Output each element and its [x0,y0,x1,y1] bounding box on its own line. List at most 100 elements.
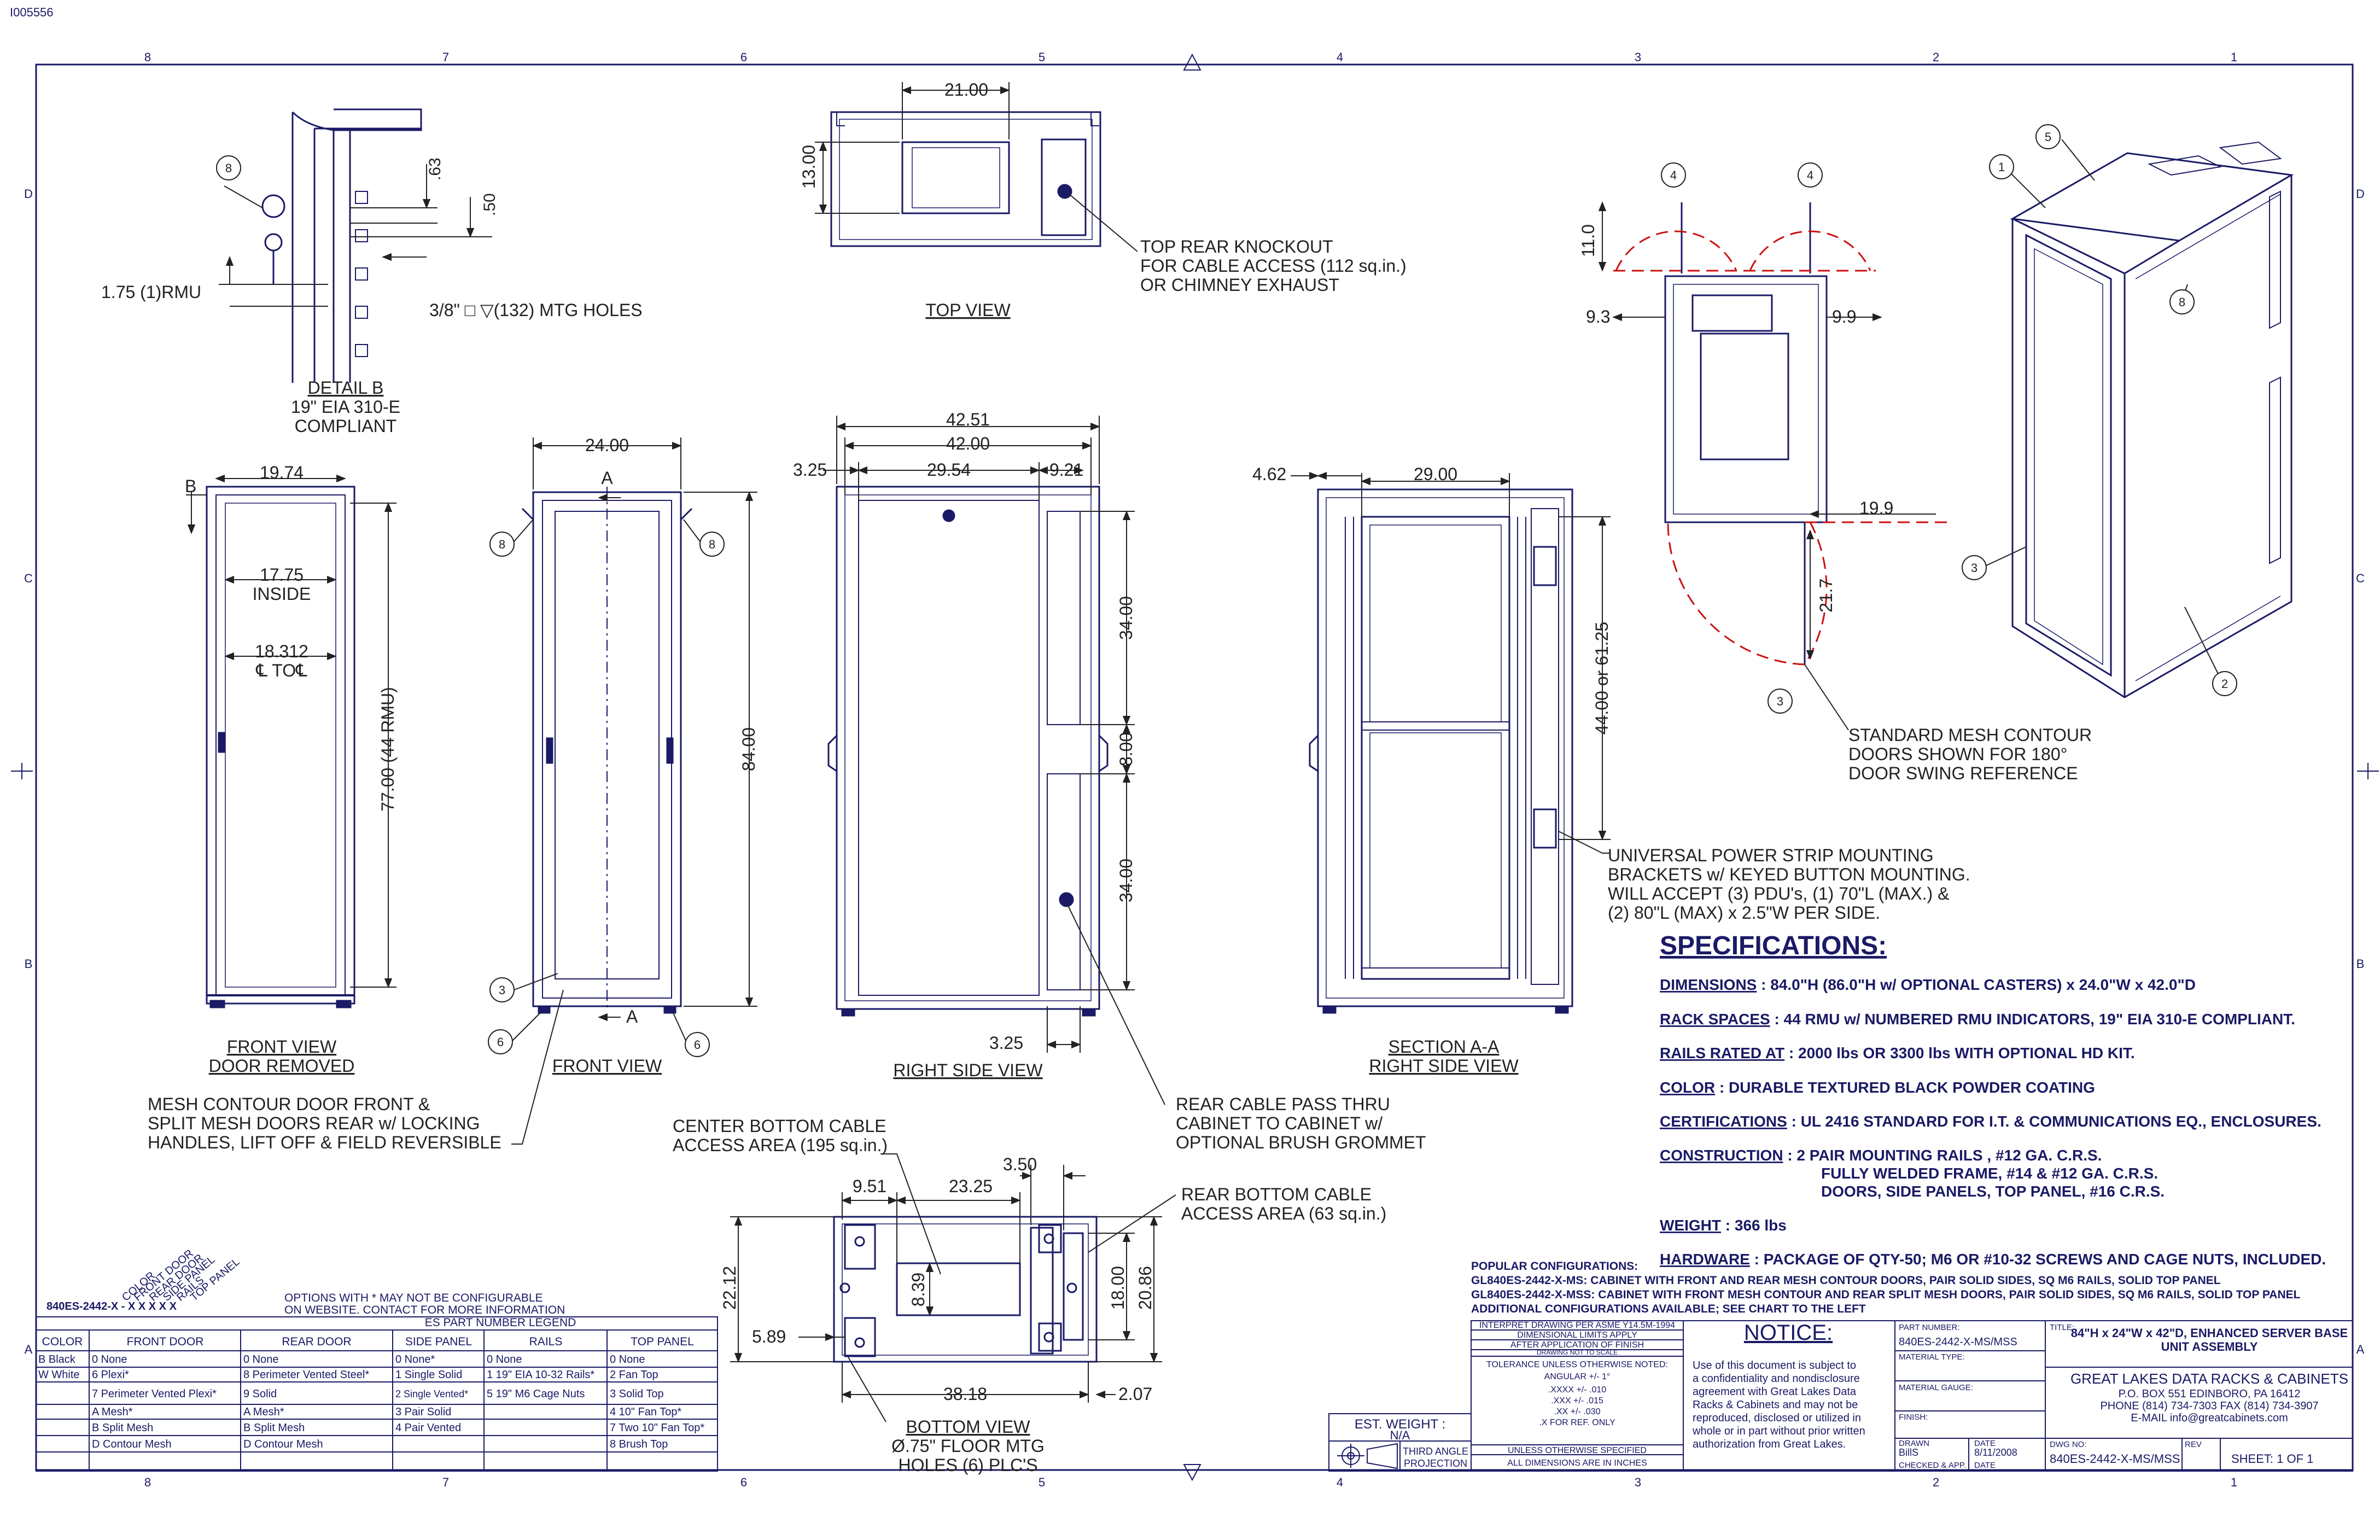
front-view [521,487,693,1014]
svg-text:84"H x 24"W x 42"D, ENHANCED S: 84"H x 24"W x 42"D, ENHANCED SERVER BASE [2071,1326,2348,1340]
table-cell: 2 Single Vented* [395,1389,468,1399]
balloon-number: 1 [1998,160,2005,174]
svg-text:GL840ES-2442-X-MS: CABINET WIT: GL840ES-2442-X-MS: CABINET WITH FRONT AN… [1471,1274,2221,1287]
balloon-number: 2 [2221,677,2228,691]
dim-label: 24.00 [585,435,629,455]
iso-view [2010,141,2294,698]
svg-text:COLOR: COLOR [42,1335,83,1348]
balloon [1768,689,1793,714]
svg-text:FRONT DOOR: FRONT DOOR [127,1335,204,1348]
svg-text:TITLE:: TITLE: [2050,1323,2074,1332]
svg-text:.XXX +/- .015: .XXX +/- .015 [1551,1396,1603,1405]
svg-text:Use of this document is subjec: Use of this document is subject to [1693,1360,1856,1372]
dim-label: 4.62 [1252,464,1286,484]
sheet-frame [35,63,2354,1471]
top-view [830,111,1101,247]
dim-label: 3.25 [793,460,827,480]
col-label: 4 [1337,50,1343,64]
detail-b-dims [219,164,492,307]
balloon-number: 3 [1971,561,1978,575]
note: OPTIONAL BRUSH GROMMET [1176,1133,1426,1152]
table-cell: B Black [38,1354,76,1366]
col-label: 1 [2231,1475,2237,1489]
dim-label: 13.00 [799,145,819,189]
dim-label: 5.89 [752,1327,786,1346]
balloon [216,155,241,180]
front-view-dims [511,438,757,1042]
table-cell: A Mesh* [243,1406,284,1418]
view-title: HOLES (6) PLC'S [898,1455,1037,1475]
note: WILL ACCEPT (3) PDU's, (1) 70"L (MAX.) & [1608,884,1949,903]
svg-text:REAR DOOR: REAR DOOR [282,1335,351,1348]
dim-label: 9.3 [1586,307,1610,326]
note: DOOR SWING REFERENCE [1848,763,2078,783]
col-label: 2 [1933,50,1939,64]
view-title: BOTTOM VIEW [906,1417,1031,1437]
specs-list: DIMENSIONS : 84.0"H (86.0"H w/ OPTIONAL … [1660,976,2326,1268]
bottom-view [833,1216,1098,1363]
svg-text:a confidentiality and nondiscl: a confidentiality and nondisclosure [1693,1373,1860,1385]
table-cell: 0 None* [395,1354,435,1366]
svg-text:SIDE PANEL: SIDE PANEL [405,1335,472,1348]
balloon-number: 8 [499,538,505,551]
front-view-door-removed [206,486,355,1008]
legend-options: ON WEBSITE. CONTACT FOR MORE INFORMATION [284,1304,565,1316]
note: HANDLES, LIFT OFF & FIELD REVERSIBLE [148,1133,501,1152]
section-aa-view [1309,488,1573,1014]
balloon-number: 5 [2045,130,2051,144]
svg-text:RAILS: RAILS [529,1335,563,1348]
col-label: 5 [1039,50,1045,64]
balloon-number: 8 [709,538,715,551]
table-cell: B Split Mesh [243,1422,305,1434]
col-label: 3 [1635,1475,1641,1489]
note: (2) 80"L (MAX) x 2.5"W PER SIDE. [1608,903,1880,923]
svg-text:.XX +/- .030: .XX +/- .030 [1554,1407,1601,1416]
row-labels: D C B A D C B A [24,187,2365,1356]
note: OR CHIMNEY EXHAUST [1140,275,1339,295]
svg-text:TOP PANEL: TOP PANEL [631,1335,694,1348]
table-cell: 9 Solid [243,1388,277,1400]
spec-row: CONSTRUCTION : 2 PAIR MOUNTING RAILS , #… [1660,1147,2102,1164]
svg-text:.XXXX +/- .010: .XXXX +/- .010 [1548,1385,1606,1395]
note: FOR CABLE ACCESS (112 sq.in.) [1140,256,1407,276]
projection-label: THIRD ANGLE [1403,1446,1468,1457]
table-cell: 2 Fan Top [610,1369,658,1381]
view-title: RIGHT SIDE VIEW [893,1060,1043,1080]
spec-row-cont: DOORS, SIDE PANELS, TOP PANEL, #16 C.R.S… [1821,1183,2165,1200]
note: BRACKETS w/ KEYED BUTTON MOUNTING. [1608,865,1970,884]
dim-label: 18.00 [1108,1266,1128,1310]
table-cell: 5 19" M6 Cage Nuts [487,1388,585,1400]
svg-text:UNIT ASSEMBLY: UNIT ASSEMBLY [2161,1340,2258,1354]
view-subtitle: 19" EIA 310-E [291,397,400,417]
dim-label: 44.00 or 61.25 [1592,622,1612,734]
table-cell: 8 Perimeter Vented Steel* [243,1369,369,1381]
spec-row: WEIGHT : 366 lbs [1660,1217,1787,1234]
note: TOP REAR KNOCKOUT [1140,237,1333,256]
dim-label: 3.50 [1003,1154,1037,1174]
svg-text:reproduced, disclosed or utili: reproduced, disclosed or utilized in [1693,1412,1861,1424]
section-marker: A [601,468,613,488]
balloon [1661,162,1686,188]
legend-rot-labels: COLOR FRONT DOOR REAR DOOR SIDE PANEL RA… [120,1247,242,1304]
svg-text:UNLESS OTHERWISE SPECIFIED: UNLESS OTHERWISE SPECIFIED [1508,1446,1647,1455]
spec-row: DIMENSIONS : 84.0"H (86.0"H w/ OPTIONAL … [1660,976,2196,993]
note: CENTER BOTTOM CABLE [673,1116,886,1136]
svg-text:agreement with Great Lakes Dat: agreement with Great Lakes Data [1693,1386,1857,1398]
est-weight-label: EST. WEIGHT : [1355,1417,1445,1432]
dim-label: 42.00 [946,434,990,453]
col-label: 8 [144,1475,151,1489]
view-title: Ø.75" FLOOR MTG [891,1436,1045,1456]
dim-label: 9.9 [1832,307,1856,326]
spec-row: CERTIFICATIONS : UL 2416 STANDARD FOR I.… [1660,1113,2321,1130]
spec-row: HARDWARE : PACKAGE OF QTY-50; M6 OR #10-… [1660,1251,2326,1268]
balloon-number: 6 [694,1038,701,1052]
dim-label: 21.7 [1816,579,1836,612]
iso-balloons: 1 5 8 3 2 [1962,124,2237,696]
dim-label: 23.25 [949,1176,993,1196]
dim-label: 22.12 [720,1266,739,1310]
view-title: DOOR REMOVED [209,1056,355,1076]
col-label: 6 [740,1475,747,1489]
table-cell: D Contour Mesh [92,1438,172,1450]
row-label: C [24,571,33,585]
note: ACCESS AREA (63 sq.in.) [1181,1204,1386,1223]
